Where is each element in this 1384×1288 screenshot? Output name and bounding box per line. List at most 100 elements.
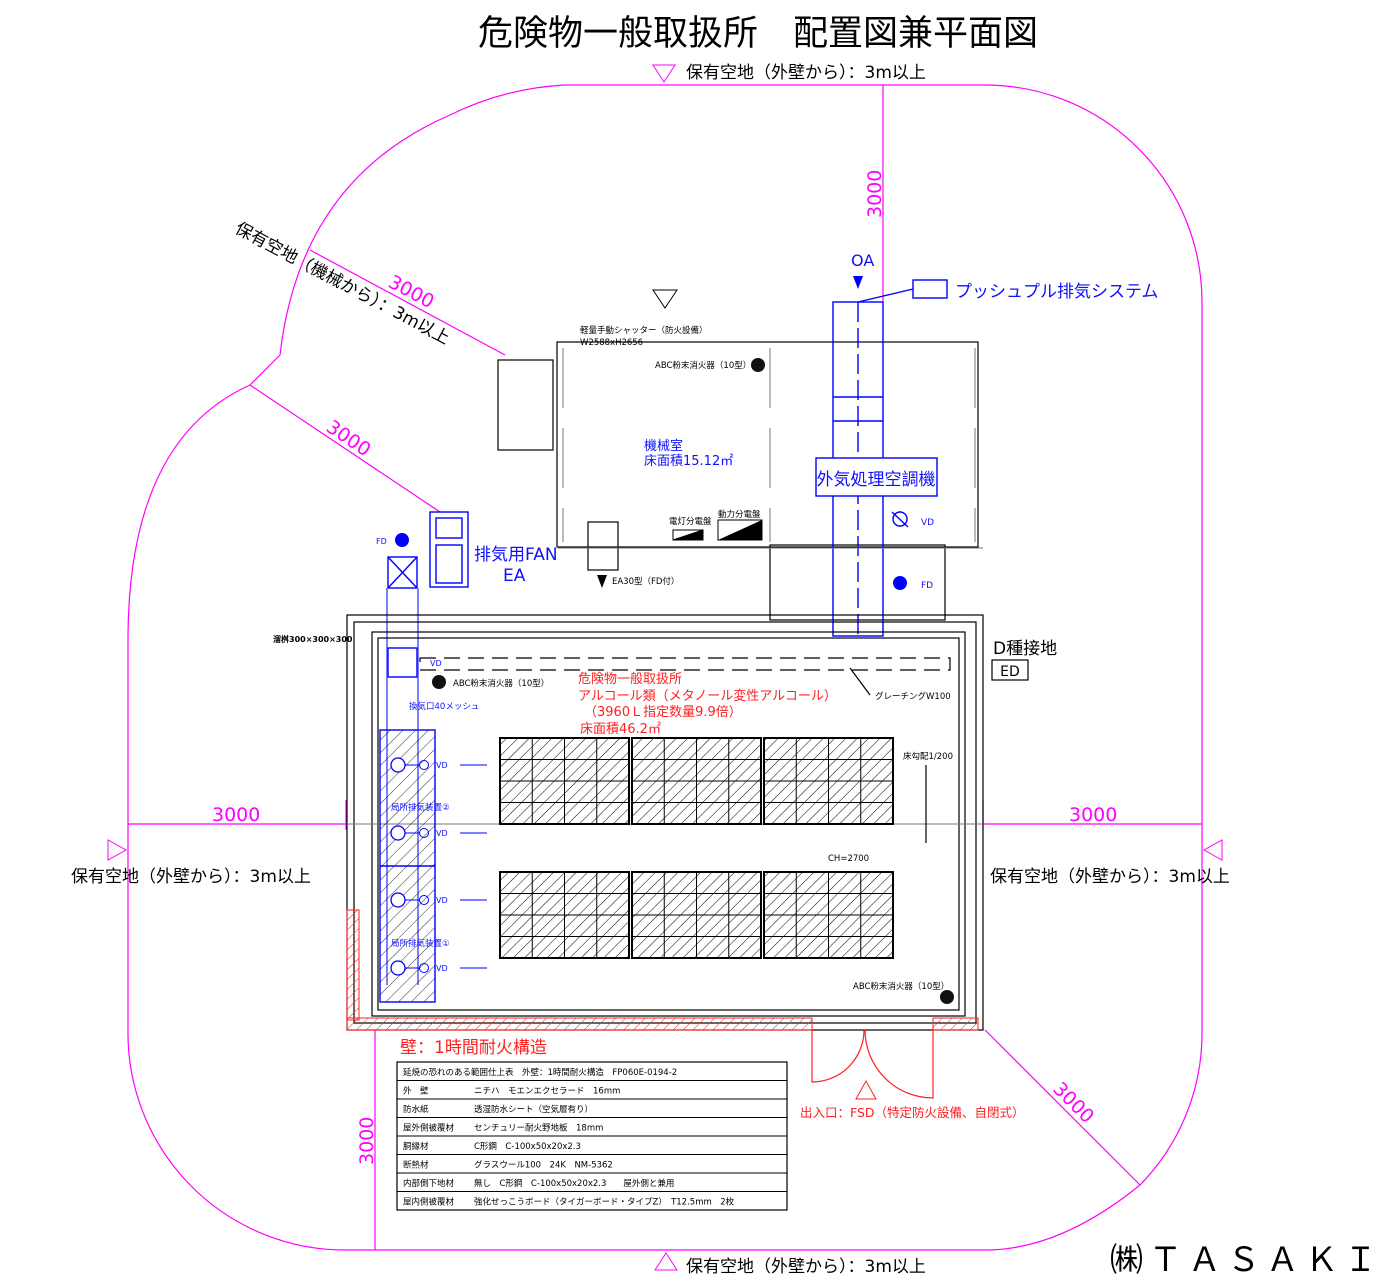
fd-label-machine: FD (921, 581, 933, 591)
exhaust-hood: VD (390, 960, 487, 976)
clearance-label-top: 保有空地（外壁から）：3m以上 (686, 63, 926, 83)
rack (763, 737, 894, 825)
finish-table-item: 防水紙 (403, 1104, 429, 1115)
outdoor-air-unit (815, 457, 938, 497)
finish-table-spec: 無し C形鋼 C-100x50x20x2.3 屋外側と兼用 (474, 1178, 674, 1189)
marker-triangle (652, 289, 678, 309)
finish-table-item: 屋外側被覆材 (403, 1123, 455, 1134)
finish-table-spec: ニチハ モエンエクセラード 16mm (474, 1087, 620, 1097)
ground-label: D種接地 (993, 639, 1057, 659)
extinguisher-label-main: ABC粉末消火器（10型） (453, 678, 549, 689)
finish-table-item: 断熱材 (403, 1160, 429, 1171)
vent-label: 換気口40メッシュ (409, 701, 479, 712)
local-exhaust-1-label: 局所排気装置① (391, 938, 450, 949)
vd-label-vent: VD (430, 659, 442, 668)
main-room-line-2: アルコール類（メタノール変性アルコール） (578, 688, 837, 704)
ground-box (991, 659, 1029, 681)
clearance-boundary (127, 84, 1203, 1251)
slope-label: 床勾配1/200 (903, 751, 953, 762)
local-exhaust (379, 729, 436, 1003)
finish-table-spec: グラスウール100 24K NM-5362 (474, 1160, 613, 1171)
extinguisher-icon (751, 358, 765, 372)
drawing-title: 危険物一般取扱所 配置図兼平面図 (478, 14, 1038, 54)
ea-arrow-icon (597, 575, 607, 588)
vd-label: VD (436, 829, 448, 838)
push-pull-label: プッシュプル排気システム (955, 282, 1159, 302)
wall-note: 壁：1時間耐火構造 (400, 1038, 547, 1058)
oa-label: OA (851, 251, 874, 270)
exhaust-fan-label: 排気用FAN (474, 545, 558, 565)
rack (631, 737, 762, 825)
dimension-top: 3000 (864, 170, 886, 218)
machine-room (497, 289, 979, 621)
finish-table-spec: センチュリー耐火野地板 18mm (474, 1123, 603, 1134)
clearance-marker-bottom (654, 1252, 678, 1271)
finish-table-item: 胴縁材 (403, 1141, 429, 1152)
fire-rated-wall (346, 909, 979, 1031)
vd-label: VD (436, 761, 448, 770)
machine-room-area: 床面積15.12㎡ (644, 454, 733, 469)
finish-table-spec: 強化せっこうボード（タイガーボード・タイプZ） T12.5mm 2枚 (474, 1197, 735, 1208)
fd-damper-icon (893, 576, 907, 590)
extinguisher-icon-main (432, 675, 446, 689)
fd-label-fan: FD (376, 537, 387, 546)
rack (499, 871, 630, 959)
clearance-label-right: 保有空地（外壁から）：3m以上 (990, 867, 1230, 887)
outdoor-air-unit-label: 外気処理空調機 (817, 470, 936, 490)
exhaust-fan-ea-label: EA (503, 566, 526, 586)
grating-label: グレーチングW100 (875, 691, 951, 702)
finish-table-item: 外 壁 (403, 1086, 429, 1097)
finish-table-item: 内部側下地材 (403, 1178, 455, 1189)
main-room-line-1: 危険物一般取扱所 (578, 671, 682, 687)
clearance-marker-right (1202, 839, 1223, 861)
vd-label-machine: VD (921, 518, 934, 528)
dimension-lines (128, 85, 1202, 1250)
oa-arrow-icon (853, 276, 863, 289)
rack (631, 871, 762, 959)
ceiling-height-label: CH=2700 (828, 854, 869, 864)
shutter-label: 軽量手動シャッター（防火設備） (580, 325, 708, 336)
main-room-line-4: 床面積46.2㎡ (580, 722, 661, 737)
vd-damper-icon (892, 511, 908, 527)
finish-table: 延焼の恐れのある範囲仕上表 外壁：1時間耐火構造 FP060E-0194-2 外… (396, 1061, 788, 1211)
power-panel-icon (718, 520, 762, 540)
rack (763, 871, 894, 959)
vd-label: VD (436, 964, 448, 973)
extinguisher-label-main-2: ABC粉末消火器（10型） (853, 981, 949, 992)
machine-room-name: 機械室 (644, 438, 683, 454)
finish-table-header: 延焼の恐れのある範囲仕上表 外壁：1時間耐火構造 FP060E-0194-2 (403, 1067, 677, 1078)
extinguisher-icon-main-2 (940, 990, 954, 1004)
local-exhaust-2-label: 局所排気装置② (391, 802, 450, 813)
power-panel-label: 動力分電盤 (718, 509, 761, 520)
storage-racks (499, 737, 894, 959)
entrance-label: 出入口：FSD（特定防火設備、自閉式） (800, 1105, 1025, 1120)
shutter-size: W2588xH2656 (580, 338, 643, 348)
exhaust-hood: VD (390, 757, 487, 773)
finish-table-spec: C形鋼 C-100x50x20x2.3 (474, 1141, 581, 1152)
light-panel-icon (672, 529, 704, 541)
push-pull-box (912, 279, 948, 299)
vd-label: VD (436, 896, 448, 905)
clearance-label-bottom: 保有空地（外壁から）：3m以上 (686, 1257, 926, 1277)
light-panel-label: 電灯分電盤 (669, 516, 712, 527)
company-logo: ㈱ＴＡＳＡＫＩ (1110, 1240, 1383, 1279)
extinguisher-label-machine: ABC粉末消火器（10型） (655, 360, 751, 371)
finish-table-spec: 透湿防水シート（空気層有り） (474, 1104, 593, 1115)
exhaust-hood: VD (390, 825, 487, 841)
catch-basin-label: 溜桝300×300×300 (273, 634, 353, 644)
main-room-line-3: （3960Ｌ指定数量9.9倍） (584, 705, 742, 720)
dimension-bottom-right: 3000 (1048, 1078, 1098, 1128)
vent-grille (387, 647, 418, 678)
ground-code: ED (1000, 664, 1020, 680)
entrance-door[interactable] (811, 1029, 934, 1100)
dimension-right: 3000 (1069, 804, 1117, 826)
clearance-label-left: 保有空地（外壁から）：3m以上 (71, 867, 311, 887)
dimension-left: 3000 (212, 804, 260, 826)
rack (499, 737, 630, 825)
ea-fan-label: EA30型（FD付） (612, 576, 679, 587)
finish-table-item: 屋内側被覆材 (403, 1197, 455, 1208)
clearance-marker-top (652, 64, 676, 83)
dimension-machine-2: 3000 (322, 416, 374, 461)
dimension-bottom-left: 3000 (356, 1117, 378, 1165)
